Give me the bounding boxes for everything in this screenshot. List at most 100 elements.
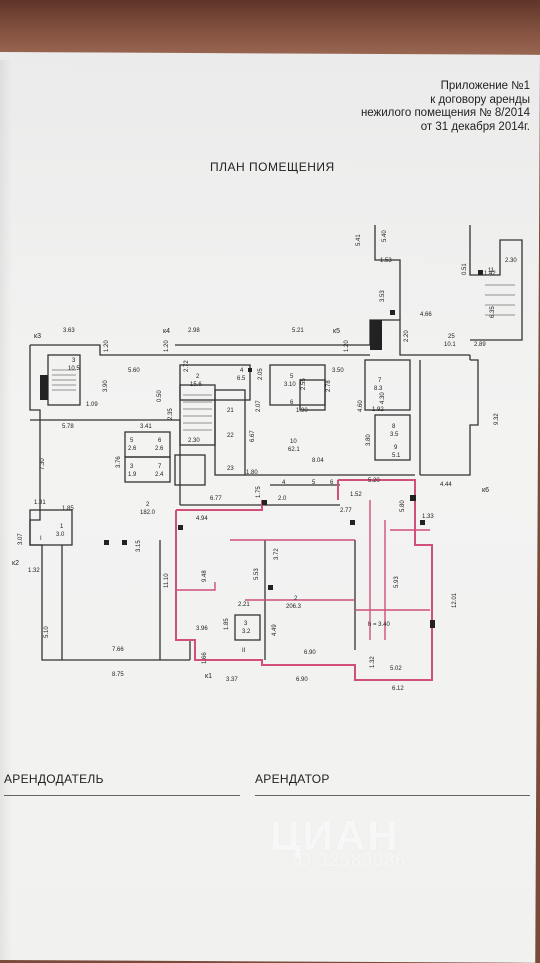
dim: 5.20 — [368, 478, 380, 484]
room-area: 8.3 — [374, 386, 383, 392]
room-number: 10 — [290, 439, 297, 445]
paper-shadow — [0, 60, 12, 960]
dim: 2.20 — [404, 330, 410, 342]
dim: 3.80 — [366, 434, 372, 446]
dim: 1.42 — [484, 271, 496, 277]
dim: 1.66 — [202, 652, 208, 664]
dim: 7.30 — [40, 458, 46, 470]
dim: 2.98 — [188, 328, 200, 334]
dim: 4.60 — [358, 400, 364, 412]
corner-k3: к3 — [34, 333, 41, 340]
stair-number: 22 — [227, 433, 234, 439]
room-area: 15.6 — [190, 382, 202, 388]
dim: 1.20 — [344, 340, 350, 352]
dim: 8.04 — [312, 458, 324, 464]
room-number: 6 — [330, 480, 334, 486]
room-number: 4 — [240, 368, 244, 374]
dim: 3.90 — [103, 380, 109, 392]
dim: 3.72 — [274, 548, 280, 560]
dim: 6.35 — [490, 306, 496, 318]
corner-k6: к6 — [482, 487, 489, 494]
document-header: Приложение №1 к договору аренды нежилого… — [290, 80, 530, 134]
room-number: 2 — [196, 374, 200, 380]
dim: 1.80 — [246, 470, 258, 476]
dim: 4.66 — [420, 312, 432, 318]
landlord-signature-line — [4, 795, 240, 796]
room-number: 6 — [290, 400, 294, 406]
room-number: 9 — [394, 445, 398, 451]
room-area: 206.3 — [286, 604, 302, 610]
landlord-label: АРЕНДОДАТЕЛЬ — [4, 772, 104, 786]
dim: 9.32 — [494, 413, 500, 425]
dim: 5.80 — [400, 500, 406, 512]
dim: 2.78 — [326, 380, 332, 392]
dim: 1.75 — [256, 486, 262, 498]
room-area: 6.5 — [237, 376, 246, 382]
dim: 5.53 — [254, 568, 260, 580]
dim: 5.21 — [292, 328, 304, 334]
room-number: 6 — [158, 438, 162, 444]
room-area: 10.5 — [68, 366, 80, 372]
stairs — [52, 284, 515, 431]
room-area: 1.9 — [128, 472, 137, 478]
header-line-3: нежилого помещения № 8/2014 — [360, 107, 530, 119]
dim: 2.55 — [301, 378, 307, 390]
room-number: 4 — [282, 480, 286, 486]
dim: 1.20 — [104, 340, 110, 352]
room-number: 11 — [488, 268, 495, 274]
dim: 1.20 — [164, 340, 170, 352]
dim: 4.94 — [196, 516, 208, 522]
dim: 1.09 — [86, 402, 98, 408]
dim: 5.41 — [356, 234, 362, 246]
dim: 6.77 — [210, 496, 222, 502]
room-area: 182.0 — [140, 510, 156, 516]
corner-k2: к2 — [12, 560, 19, 567]
dim: 5.10 — [44, 626, 50, 638]
room-area: 3.5 — [390, 432, 399, 438]
room-area: 62.1 — [288, 447, 300, 453]
tenant-signature-line — [255, 795, 530, 796]
room-roman: II — [242, 648, 246, 654]
dim: 5.40 — [382, 230, 388, 242]
dim: 4.44 — [440, 482, 452, 488]
room-number: 25 — [448, 334, 455, 340]
dim: 3.41 — [140, 424, 152, 430]
plan-walls — [29, 225, 523, 661]
dim: 8.75 — [112, 672, 124, 678]
room-number: 7 — [378, 378, 382, 384]
room-area: 2.4 — [155, 472, 164, 478]
plan-title: ПЛАН ПОМЕЩЕНИЯ — [210, 160, 335, 174]
corner-k5: к5 — [333, 328, 340, 335]
room-number: 2 — [146, 502, 150, 508]
dim: 6.90 — [304, 650, 316, 656]
corner-k4: к4 — [163, 328, 170, 335]
room-number: 3 — [130, 464, 134, 470]
header-line-1: Приложение №1 — [440, 80, 530, 92]
dim: 1.92 — [372, 407, 384, 413]
ceiling-height: h = 3.40 — [368, 622, 391, 628]
dim: 1.52 — [350, 492, 362, 498]
corner-k1: к1 — [205, 673, 212, 680]
dim: 6.90 — [296, 677, 308, 683]
stair-number: 21 — [227, 408, 234, 414]
room-number: 5 — [290, 374, 294, 380]
dim: 2.05 — [258, 368, 264, 380]
room-area: 5.1 — [392, 453, 401, 459]
header-line-2: к договору аренды — [430, 93, 530, 106]
room-area: 3.2 — [242, 629, 251, 635]
room-number: 8 — [392, 424, 396, 430]
room-labels: 3 10.5 1 3.0 2 182.0 2 15.6 4 6.5 5 3.10… — [40, 268, 495, 654]
dim: 2.30 — [188, 438, 200, 444]
wooden-surface — [0, 0, 540, 60]
dim: 1.85 — [224, 618, 230, 630]
stair-number: 23 — [227, 466, 234, 472]
dim: 12.01 — [452, 592, 458, 608]
dim: 11.10 — [164, 573, 170, 588]
room-number: 7 — [158, 464, 162, 470]
dim: 5.78 — [62, 424, 74, 430]
room-area: 2.0 — [278, 496, 287, 502]
watermark-id: ID 32589086 — [292, 850, 407, 870]
dim: 2.35 — [168, 408, 174, 420]
dim: 1.32 — [28, 568, 40, 574]
